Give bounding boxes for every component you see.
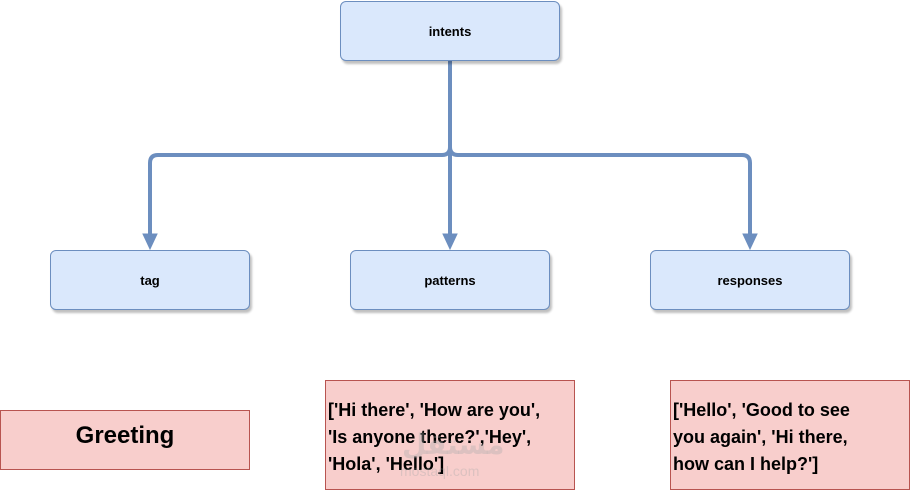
arrowhead-responses — [742, 233, 758, 251]
connector-to-tag — [148, 60, 452, 238]
root-node-intents: intents — [340, 1, 560, 61]
root-node-label: intents — [428, 23, 472, 39]
patterns-value-box: ['Hi there', 'How are you', 'Is anyone t… — [325, 380, 575, 490]
responses-value-box: ['Hello', 'Good to see you again', 'Hi t… — [670, 380, 910, 490]
connector-to-responses — [448, 60, 752, 238]
child-node-label: responses — [717, 272, 783, 288]
child-node-label: patterns — [424, 272, 476, 288]
watermark-url: mostaql.com — [400, 463, 480, 479]
tag-value-text: Greeting — [75, 422, 175, 449]
tag-value-box: Greeting — [0, 410, 250, 470]
child-node-patterns: patterns — [350, 250, 550, 310]
child-node-tag: tag — [50, 250, 250, 310]
arrowhead-tag — [142, 233, 158, 251]
child-node-responses: responses — [650, 250, 850, 310]
watermark-logo: مستقل — [402, 429, 505, 460]
arrowhead-patterns — [442, 233, 458, 251]
child-node-label: tag — [140, 272, 160, 288]
